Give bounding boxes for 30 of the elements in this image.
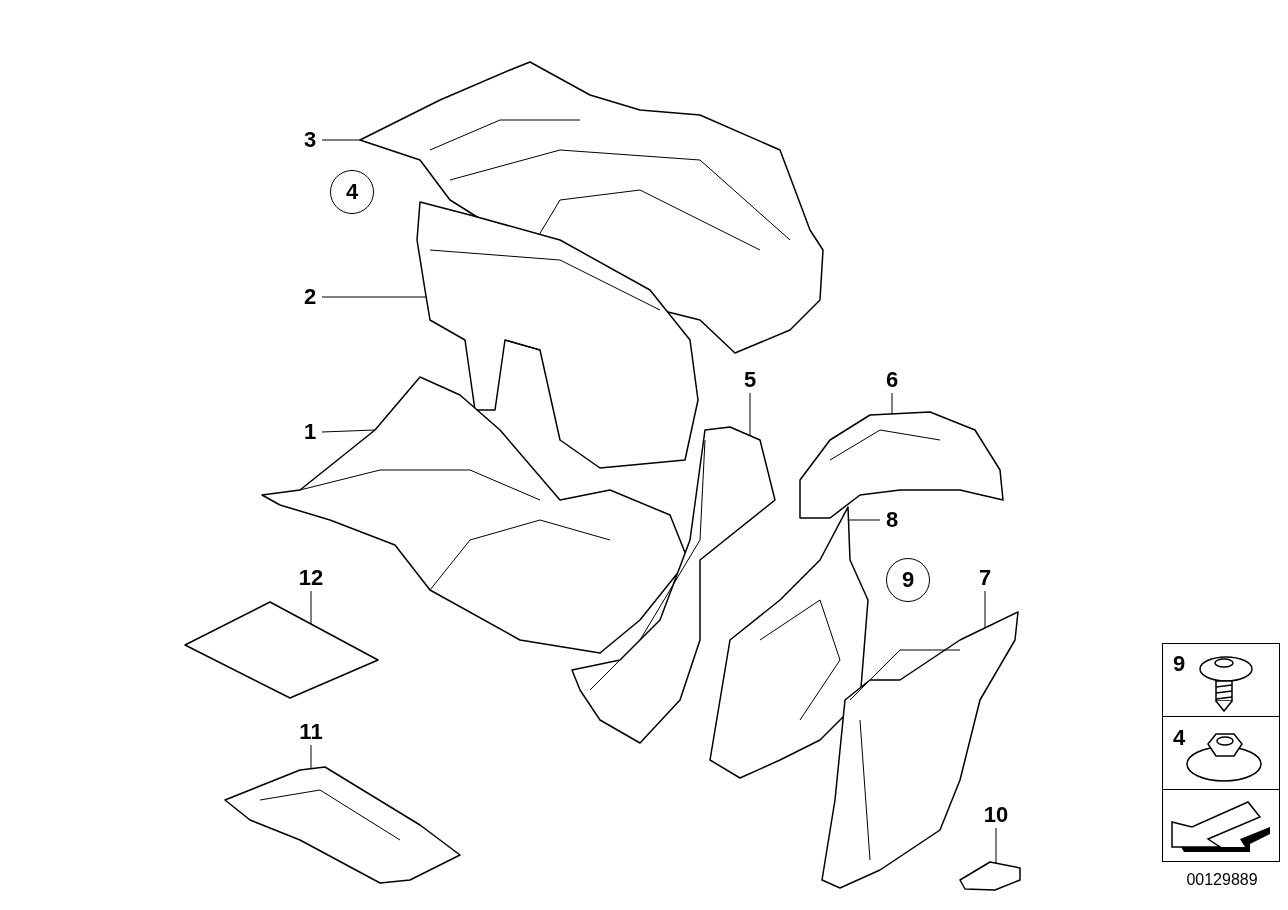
circled-callout-number: 9: [886, 558, 930, 602]
callout-number: 11: [296, 719, 326, 745]
leader-line: [321, 429, 376, 433]
callout-number: 5: [738, 367, 762, 393]
leader-line: [749, 392, 751, 437]
part-drawing: [183, 600, 380, 700]
callout-number: 4: [1171, 724, 1187, 752]
leader-line: [891, 392, 893, 415]
callout-number: 10: [981, 802, 1011, 828]
callout-number: 7: [973, 565, 997, 591]
circled-callout-number: 4: [330, 170, 374, 214]
callout-number: 8: [880, 507, 904, 533]
leader-line: [848, 519, 881, 521]
leader-line: [321, 139, 361, 141]
callout-number: 1: [298, 419, 322, 445]
callout-number: 12: [296, 565, 326, 591]
part-drawing: [415, 200, 700, 470]
callout-number: 6: [880, 367, 904, 393]
callout-number: 2: [298, 284, 322, 310]
callout-number: 9: [1171, 650, 1187, 678]
part-drawing: [958, 860, 1022, 892]
leader-line: [310, 590, 312, 625]
part-drawing: [222, 765, 462, 885]
callout-number: 3: [298, 127, 322, 153]
drawing-number: 00129889: [1185, 870, 1259, 890]
part-drawing: [820, 610, 1020, 890]
leader-line: [310, 744, 312, 770]
leader-line: [321, 296, 427, 298]
leader-line: [995, 827, 997, 864]
leader-line: [984, 590, 986, 629]
